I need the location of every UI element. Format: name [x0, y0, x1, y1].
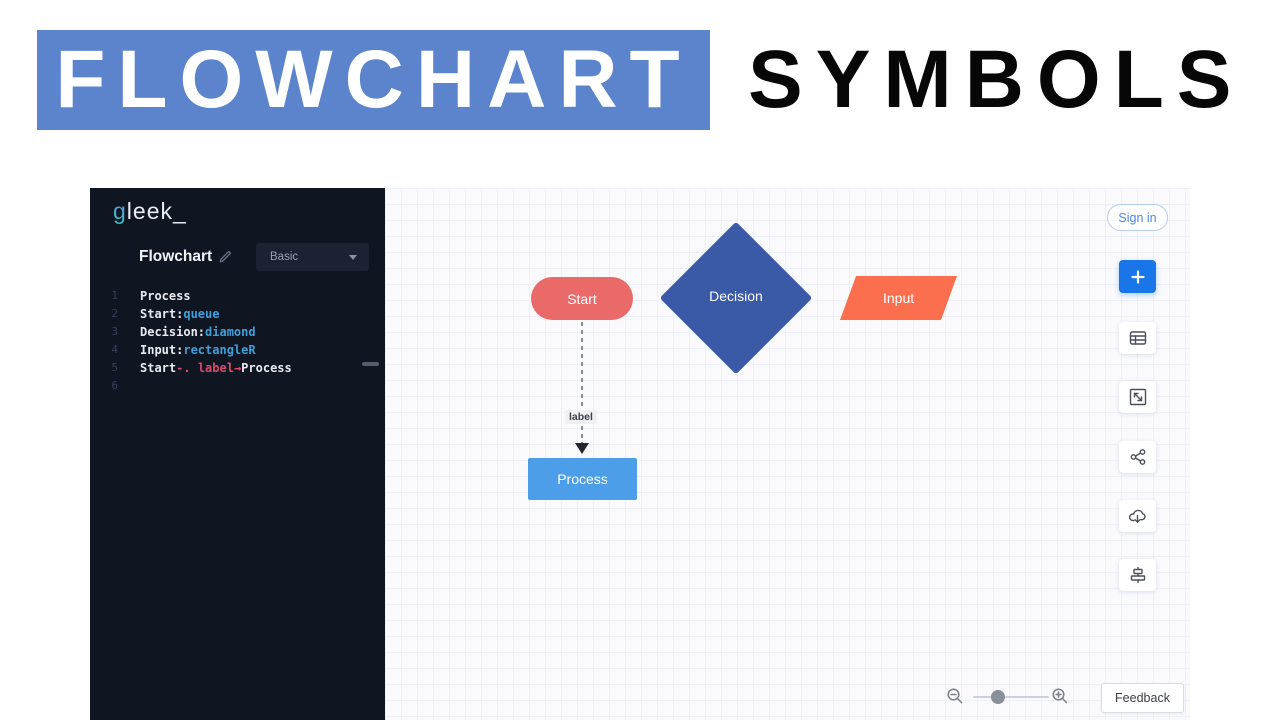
plus-icon — [1130, 269, 1145, 284]
edge-dashed-line — [581, 322, 583, 443]
node-start-label: Start — [567, 290, 597, 307]
table-icon — [1129, 331, 1146, 345]
add-shape-button[interactable] — [1119, 260, 1156, 293]
code-line[interactable]: 1 Process — [90, 287, 385, 305]
resize-icon — [1129, 388, 1146, 406]
share-icon — [1130, 449, 1145, 465]
code-line[interactable]: 6 — [90, 377, 385, 395]
code-token-arrow: → — [233, 361, 242, 375]
auto-layout-button[interactable] — [1119, 559, 1156, 591]
code-token: Process — [241, 361, 292, 375]
sign-in-button[interactable]: Sign in — [1107, 204, 1168, 231]
banner-highlight-text: FLOWCHART — [55, 34, 692, 125]
code-token: Start: — [140, 307, 184, 321]
code-token-edge: -. — [176, 361, 198, 375]
diagram-canvas[interactable]: Start Decision Input Process label Sign … — [385, 188, 1190, 720]
code-token-keyword: diamond — [205, 325, 256, 339]
banner-highlight: FLOWCHART — [37, 30, 710, 130]
cloud-download-icon — [1128, 509, 1146, 523]
template-dropdown[interactable]: Basic — [256, 243, 369, 271]
code-editor[interactable]: 1 Process 2 Start:queue 3 Decision:diamo… — [90, 287, 385, 395]
code-token-keyword: rectangleR — [183, 343, 256, 357]
template-dropdown-value: Basic — [270, 251, 299, 263]
node-input[interactable]: Input — [839, 276, 958, 320]
code-line[interactable]: 5 Start-. label→Process — [90, 359, 385, 377]
node-start[interactable]: Start — [531, 277, 633, 320]
download-button[interactable] — [1119, 500, 1156, 532]
line-number: 2 — [111, 307, 118, 320]
share-button[interactable] — [1119, 441, 1156, 473]
gleek-app-window: gleek_ Flowchart Basic 1 Process 2 Start… — [90, 188, 1190, 720]
edge-arrowhead-icon — [575, 443, 589, 454]
banner-plain-text: SYMBOLS — [748, 34, 1245, 125]
line-number: 1 — [111, 289, 118, 302]
code-token-keyword: queue — [183, 307, 220, 321]
sidebar: gleek_ Flowchart Basic 1 Process 2 Start… — [90, 188, 386, 720]
edit-pencil-icon[interactable] — [217, 249, 233, 265]
fit-to-screen-button[interactable] — [1119, 381, 1156, 413]
zoom-in-icon[interactable] — [1051, 687, 1069, 705]
code-line[interactable]: 3 Decision:diamond — [90, 323, 385, 341]
code-token: Input: — [140, 343, 184, 357]
code-line[interactable]: 2 Start:queue — [90, 305, 385, 323]
node-input-label: Input — [882, 290, 915, 306]
logo-rest: leek_ — [126, 198, 187, 224]
code-token-edge-label: label — [197, 361, 234, 375]
gleek-logo: gleek_ — [113, 198, 187, 225]
zoom-out-icon[interactable] — [946, 687, 964, 705]
line-number: 5 — [111, 361, 118, 374]
align-center-icon — [1130, 566, 1145, 584]
line-number: 3 — [111, 325, 118, 338]
edge-label[interactable]: label — [565, 410, 597, 424]
table-view-button[interactable] — [1119, 322, 1156, 354]
line-number: 4 — [111, 343, 118, 356]
document-title: Flowchart — [139, 248, 213, 265]
node-process-label: Process — [557, 471, 608, 487]
feedback-button[interactable]: Feedback — [1101, 683, 1184, 713]
zoom-slider-track[interactable] — [973, 696, 1049, 698]
node-process[interactable]: Process — [528, 458, 637, 500]
zoom-slider-knob[interactable] — [991, 690, 1005, 704]
code-token: Start — [140, 361, 177, 375]
chevron-down-icon — [349, 254, 357, 260]
logo-g: g — [113, 198, 127, 224]
panel-resize-handle[interactable] — [362, 362, 379, 366]
node-decision-label: Decision — [709, 288, 763, 304]
code-token: Process — [140, 289, 191, 303]
code-line[interactable]: 4 Input:rectangleR — [90, 341, 385, 359]
code-token: Decision: — [140, 325, 206, 339]
line-number: 6 — [111, 379, 118, 392]
